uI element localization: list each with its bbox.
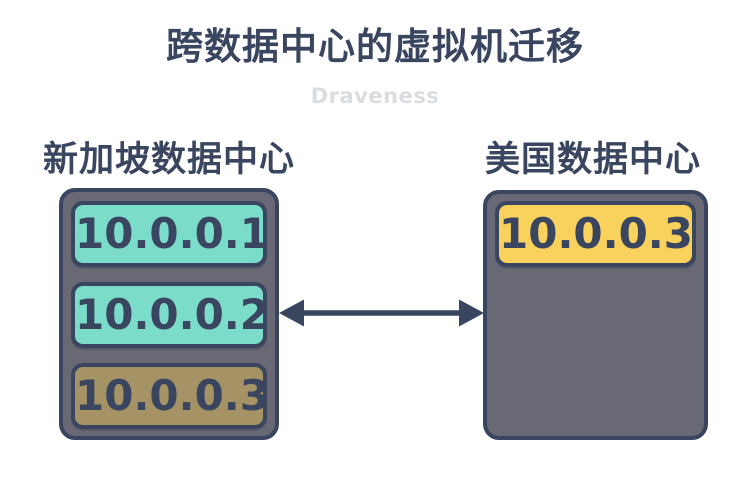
diagram-title: 跨数据中心的虚拟机迁移 xyxy=(166,25,584,68)
vm-chip: 10.0.0.1 xyxy=(71,201,269,267)
datacenter-box-us: 10.0.0.3 xyxy=(483,190,708,440)
migration-double-arrow-icon xyxy=(279,299,484,327)
vm-chip-migrated-in: 10.0.0.3 xyxy=(495,201,696,267)
datacenter-label-singapore: 新加坡数据中心 xyxy=(42,140,296,180)
datacenter-label-us: 美国数据中心 xyxy=(484,140,702,180)
datacenter-box-singapore: 10.0.0.1 10.0.0.2 10.0.0.3 xyxy=(59,188,279,440)
watermark-text: Draveness xyxy=(310,84,440,108)
vm-chip-migrated-out: 10.0.0.3 xyxy=(71,363,269,429)
vm-chip: 10.0.0.2 xyxy=(71,282,269,348)
